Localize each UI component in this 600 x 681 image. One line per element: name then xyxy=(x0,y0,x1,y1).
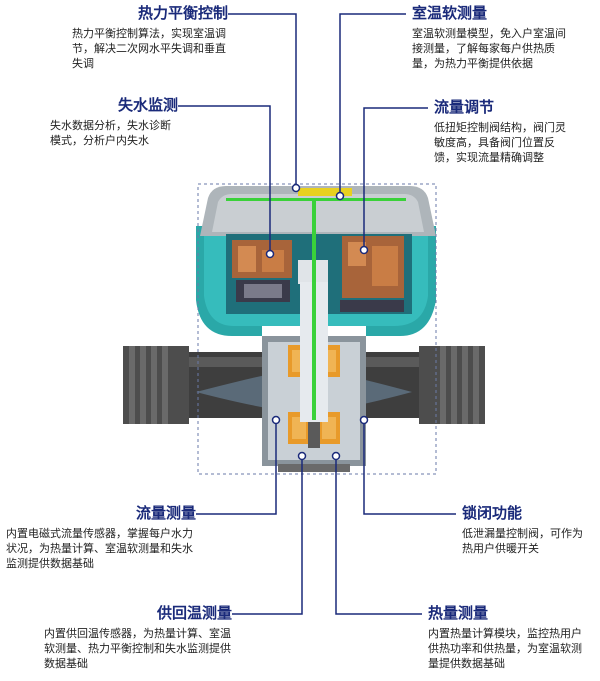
leader-lock xyxy=(363,420,456,515)
dot-water-loss xyxy=(265,249,275,259)
callout-lock: 锁闭功能 低泄漏量控制阀，可作为热用户供暖开关 xyxy=(462,504,590,556)
callout-title: 失水监测 xyxy=(117,96,178,114)
callout-heat-balance: 热力平衡控制 热力平衡控制算法，实现室温调节，解决二次网水平失调和垂直失调 xyxy=(72,4,228,71)
gray-cover xyxy=(200,186,436,236)
callout-title: 流量调节 xyxy=(434,98,495,116)
callout-flow-adjust: 流量调节 低扭矩控制阀结构，阀门灵敏度高，具备阀门位置反馈，实现流量精确调整 xyxy=(434,98,572,165)
leader-heat-measure xyxy=(335,456,422,615)
callout-title: 热力平衡控制 xyxy=(137,4,228,22)
callout-desc: 室温软测量模型，免入户室温间接测量，了解每家每户供热质量，为热力平衡提供依据 xyxy=(412,27,566,70)
leader-water-loss xyxy=(178,105,271,254)
callout-desc: 热力平衡控制算法，实现室温调节，解决二次网水平失调和垂直失调 xyxy=(72,27,226,70)
central-shaft xyxy=(300,200,328,422)
dot-flow-measure xyxy=(271,415,281,425)
dot-heat-balance xyxy=(291,183,301,193)
leader-flow-measure xyxy=(196,420,277,515)
leader-flow-adjust xyxy=(363,107,428,250)
display-strip xyxy=(298,188,352,196)
callout-desc: 内置电磁式流量传感器，掌握每户水力状况，为热量计算、室温软测量和失水监测提供数据… xyxy=(6,527,193,570)
callout-desc: 低泄漏量控制阀，可作为热用户供暖开关 xyxy=(462,527,583,555)
callout-heat-measure: 热量测量 内置热量计算模块，监控热用户供热功率和供热量，为室温软测量提供数据基础 xyxy=(428,604,592,671)
dot-room-temp xyxy=(335,191,345,201)
callout-desc: 内置热量计算模块，监控热用户供热功率和供热量，为室温软测量提供数据基础 xyxy=(428,627,582,670)
callout-title: 供回温测量 xyxy=(156,604,232,622)
callout-supply-return-temp: 供回温测量 内置供回温传感器，为热量计算、室温软测量、热力平衡控制和失水监测提供… xyxy=(44,604,232,671)
dot-lock xyxy=(359,415,369,425)
callout-title: 室温软测量 xyxy=(412,4,488,22)
leader-heat-balance xyxy=(228,13,297,188)
leader-supply-return-temp xyxy=(232,456,303,615)
dot-heat-measure xyxy=(331,451,341,461)
callout-title: 锁闭功能 xyxy=(462,504,523,522)
callout-water-loss: 失水监测 失水数据分析，失水诊断模式，分析户内失水 xyxy=(50,96,178,148)
dot-flow-adjust xyxy=(359,245,369,255)
callout-title: 热量测量 xyxy=(428,604,489,622)
dot-supply-return-temp xyxy=(297,451,307,461)
callout-flow-measure: 流量测量 内置电磁式流量传感器，掌握每户水力状况，为热量计算、室温软测量和失水监… xyxy=(6,504,196,571)
callout-title: 流量测量 xyxy=(135,504,196,522)
callout-desc: 低扭矩控制阀结构，阀门灵敏度高，具备阀门位置反馈，实现流量精确调整 xyxy=(434,121,566,164)
callout-room-temp: 室温软测量 室温软测量模型，免入户室温间接测量，了解每家每户供热质量，为热力平衡… xyxy=(412,4,572,71)
callout-desc: 内置供回温传感器，为热量计算、室温软测量、热力平衡控制和失水监测提供数据基础 xyxy=(44,627,231,670)
leader-room-temp xyxy=(339,13,406,196)
callout-desc: 失水数据分析，失水诊断模式，分析户内失水 xyxy=(50,119,171,147)
core-green-top xyxy=(226,198,406,201)
